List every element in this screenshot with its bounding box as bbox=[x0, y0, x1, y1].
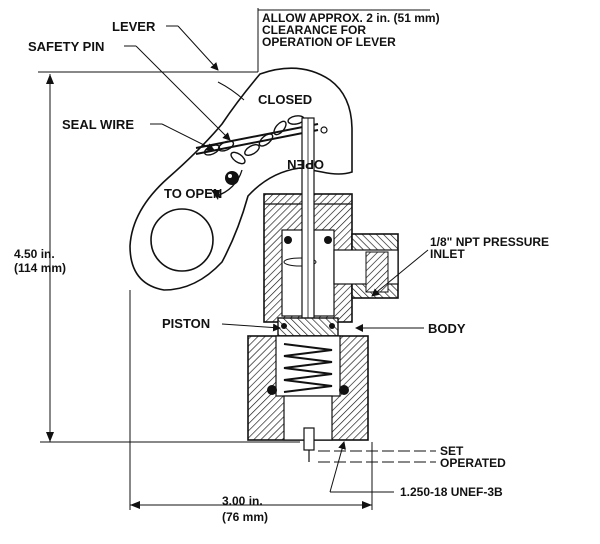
safety-pin-label: SAFETY PIN bbox=[28, 39, 104, 54]
thread-label: 1.250-18 UNEF-3B bbox=[400, 485, 503, 499]
width-dimension-label-line2: (76 mm) bbox=[222, 510, 268, 524]
valve-tip bbox=[303, 427, 315, 462]
operated-label: OPERATED bbox=[440, 456, 506, 470]
piston-label: PISTON bbox=[162, 316, 210, 331]
clearance-label-line2: CLEARANCE FOR bbox=[262, 23, 366, 37]
closed-label: CLOSED bbox=[258, 92, 312, 107]
set-operated-lines bbox=[318, 450, 436, 463]
height-dimension-label-line2: (114 mm) bbox=[14, 261, 66, 275]
ball-marker bbox=[225, 171, 239, 185]
clearance-label-line3: OPERATION OF LEVER bbox=[262, 35, 396, 49]
open-label: OPEN bbox=[287, 157, 324, 172]
height-dimension bbox=[40, 74, 300, 443]
spring bbox=[283, 343, 333, 393]
clearance-reference bbox=[38, 8, 430, 73]
height-dimension-label-line1: 4.50 in. bbox=[14, 247, 55, 261]
width-dimension-label-line1: 3.00 in. bbox=[222, 494, 263, 508]
leader-lines bbox=[124, 25, 429, 493]
lever-hole bbox=[150, 208, 214, 272]
rotation-arrow bbox=[211, 169, 243, 200]
seal-wire-label: SEAL WIRE bbox=[62, 117, 134, 132]
valve-body bbox=[263, 193, 399, 323]
set-label: SET bbox=[440, 444, 464, 458]
body-label: BODY bbox=[428, 321, 466, 336]
piston bbox=[277, 317, 339, 337]
width-dimension bbox=[129, 290, 373, 510]
pressure-inlet-label-line2: INLET bbox=[430, 247, 465, 261]
clearance-label-line1: ALLOW APPROX. 2 in. (51 mm) bbox=[262, 11, 440, 25]
to-open-label: TO OPEN bbox=[164, 186, 222, 201]
lever-label: LEVER bbox=[112, 19, 156, 34]
pressure-inlet-label-line1: 1/8" NPT PRESSURE bbox=[430, 235, 549, 249]
